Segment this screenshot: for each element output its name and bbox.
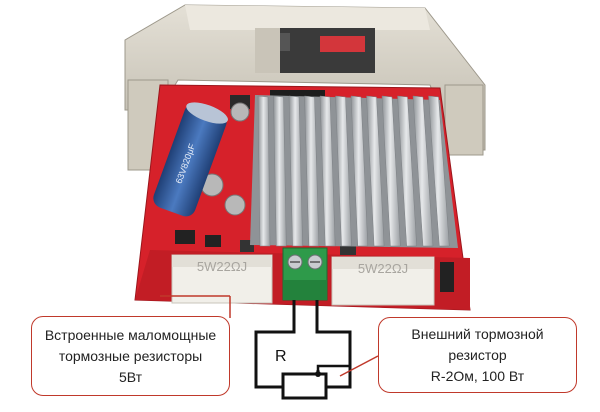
heatsink-fin <box>381 95 401 247</box>
resistor-marking-right: 5W22ΩJ <box>358 261 408 276</box>
heatsink-fin <box>350 95 369 247</box>
heatsink-fin <box>366 95 385 247</box>
callout-right-line2: резистор <box>448 346 507 363</box>
resistor-label: R <box>275 348 287 365</box>
heatsink-fin <box>428 95 450 247</box>
callout-external-resistor: Внешний тормозной резистор R-2Ом, 100 Вт <box>378 317 577 393</box>
heatsink-fin <box>412 95 434 247</box>
pcb-components <box>175 90 454 292</box>
heatsink-fin <box>304 95 320 247</box>
heatsink-fin <box>288 95 303 247</box>
terminal-block <box>282 247 328 301</box>
heatsink-fin <box>257 95 271 247</box>
callout-builtin-resistors: Встроенные маломощные тормозные резистор… <box>31 316 230 396</box>
heatsink-fin <box>397 95 417 247</box>
heatsink-fin <box>319 95 336 247</box>
callout-right-line3: R-2Ом, 100 Вт <box>430 367 525 384</box>
callout-left-line1: Встроенные маломощные <box>44 326 217 343</box>
heatsink-fin <box>335 95 352 247</box>
callout-right-leader <box>339 355 379 377</box>
heatsink <box>250 95 458 248</box>
builtin-resistor-left: 5W22ΩJ <box>171 254 273 304</box>
capacitor: 63V820μF <box>153 102 228 217</box>
heatsink-fin <box>273 95 287 247</box>
callout-right-line1: Внешний тормозной <box>411 325 544 342</box>
external-resistor-symbol <box>281 372 328 400</box>
resistor-marking-left: 5W22ΩJ <box>197 259 247 274</box>
callout-left-line2: тормозные резисторы <box>58 347 203 364</box>
housing <box>124 4 486 171</box>
builtin-resistor-right: 5W22ΩJ <box>331 256 435 306</box>
callout-left-line3: 5Вт <box>118 368 143 385</box>
